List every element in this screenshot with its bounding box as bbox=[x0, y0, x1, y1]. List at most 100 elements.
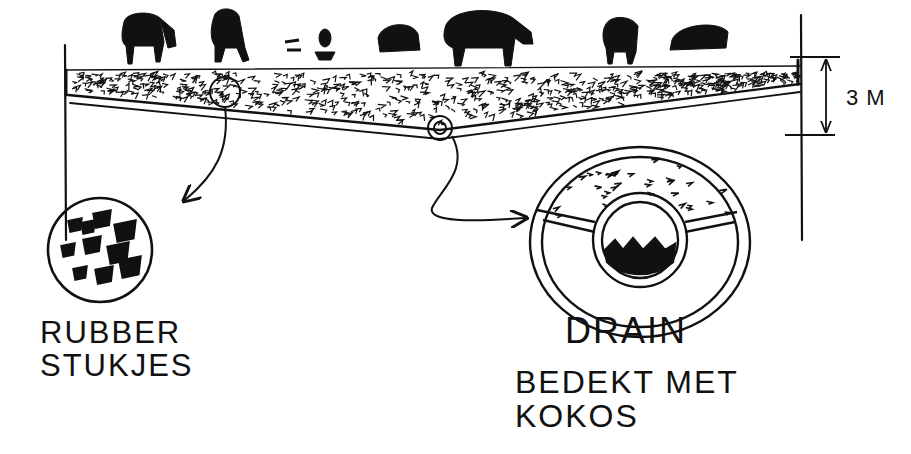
rubber-scribble bbox=[92, 74, 98, 76]
rubber-scribble bbox=[489, 114, 495, 121]
rubber-scribble bbox=[417, 112, 421, 115]
rubber-scribble bbox=[527, 112, 534, 117]
rubber-scribble bbox=[551, 101, 558, 105]
rubber-scribble bbox=[580, 103, 583, 108]
rubber-scribble bbox=[282, 97, 288, 100]
rubber-scribble bbox=[217, 93, 223, 98]
rubber-scribble bbox=[740, 83, 744, 88]
rubber-piece bbox=[95, 266, 113, 284]
rubber-scribble bbox=[177, 98, 182, 101]
rubber-scribble bbox=[233, 73, 237, 76]
rubber-scribble bbox=[652, 93, 655, 97]
animal-symbol bbox=[444, 11, 533, 66]
rubber-scribble bbox=[620, 81, 627, 87]
rubber-scribble bbox=[389, 96, 397, 98]
rubber-scribble bbox=[369, 115, 373, 121]
rubber-scribble bbox=[91, 82, 97, 86]
rubber-scribble bbox=[635, 71, 643, 77]
rubber-scribble bbox=[280, 101, 285, 106]
rubber-scribble bbox=[751, 72, 756, 78]
rubber-scribble bbox=[423, 92, 429, 94]
rubber-scribble bbox=[421, 76, 425, 79]
rubber-scribble bbox=[554, 79, 558, 84]
rubber-scribble bbox=[521, 105, 528, 109]
coconut-scribble bbox=[677, 166, 681, 169]
rubber-scribble bbox=[452, 96, 455, 99]
rubber-scribble bbox=[755, 76, 761, 83]
rubber-scribble bbox=[159, 92, 164, 94]
rubber-scribble bbox=[128, 79, 136, 82]
layer-line bbox=[543, 220, 595, 232]
rubber-scribble bbox=[442, 99, 448, 102]
rubber-scribble bbox=[376, 108, 381, 111]
coconut-scribble bbox=[613, 173, 618, 177]
rubber-scribble bbox=[787, 80, 792, 84]
rubber-scribble bbox=[465, 82, 473, 87]
rubber-scribble bbox=[587, 98, 592, 105]
rubber-scribble bbox=[133, 88, 139, 90]
rubber-scribble bbox=[656, 74, 660, 78]
rubber-scribble bbox=[748, 83, 753, 89]
rubber-piece bbox=[73, 266, 87, 280]
rubber-scribble bbox=[743, 75, 750, 78]
rubber-scribble bbox=[394, 116, 400, 121]
rubber-scribble bbox=[568, 97, 573, 101]
coconut-scribble bbox=[671, 193, 679, 196]
rubber-scribble bbox=[729, 75, 737, 80]
rubber-scribble bbox=[162, 83, 167, 87]
rubber-scribble bbox=[610, 74, 613, 77]
rubber-scribble bbox=[657, 95, 665, 98]
coconut-scribble bbox=[555, 215, 562, 218]
rubber-scribble bbox=[86, 90, 91, 93]
rubber-scribble bbox=[561, 81, 569, 85]
rubber-scribble bbox=[506, 90, 512, 95]
rubber-scribble bbox=[550, 107, 558, 110]
rubber-scribble bbox=[85, 77, 91, 82]
rubber-scribble bbox=[665, 79, 669, 84]
rubber-scribble bbox=[578, 97, 581, 100]
rubber-scribble bbox=[170, 74, 175, 80]
rubber-scribble bbox=[287, 110, 291, 114]
rubber-scribble bbox=[72, 81, 76, 83]
rubber-scribble bbox=[528, 106, 533, 109]
rubber-scribble bbox=[544, 81, 549, 86]
rubber-scribble bbox=[720, 85, 725, 89]
rubber-scribble bbox=[539, 92, 544, 96]
rubber-scribble bbox=[478, 104, 482, 110]
rubber-scribble bbox=[363, 112, 368, 116]
rubber-scribble bbox=[694, 84, 699, 91]
rubber-scribble bbox=[332, 87, 340, 89]
rubber-scribble bbox=[400, 96, 407, 100]
rubber-scribble bbox=[513, 75, 521, 81]
rubber-scribble bbox=[387, 102, 390, 106]
rubber-scribble bbox=[473, 95, 476, 101]
rubber-scribble bbox=[634, 79, 640, 84]
rubber-scribble bbox=[191, 92, 197, 96]
rubber-scribble bbox=[623, 93, 628, 96]
rubber-scribble bbox=[606, 96, 614, 100]
rubber-scribble bbox=[618, 102, 624, 106]
rubber-scribble bbox=[114, 79, 120, 82]
rubber-scribble bbox=[648, 80, 656, 86]
animal-symbol bbox=[670, 25, 728, 50]
dimension-arrow bbox=[825, 60, 827, 132]
rubber-scribble bbox=[317, 88, 325, 92]
rubber-scribble bbox=[115, 75, 120, 78]
rubber-scribble bbox=[255, 91, 258, 93]
rubber-piece bbox=[68, 218, 82, 232]
rubber-scribble bbox=[411, 75, 417, 78]
rubber-scribble bbox=[199, 85, 206, 91]
coconut-scribble bbox=[594, 186, 601, 189]
edge-post bbox=[65, 70, 68, 95]
rubber-piece bbox=[81, 220, 95, 234]
rubber-scribble bbox=[451, 109, 455, 112]
rubber-scribble bbox=[390, 111, 397, 116]
rubber-scribble bbox=[223, 86, 230, 91]
coconut-scribble bbox=[647, 179, 652, 182]
rubber-scribble bbox=[473, 109, 477, 114]
rubber-scribble bbox=[785, 76, 790, 79]
rubber-scribble bbox=[131, 93, 138, 99]
rubber-scribble bbox=[512, 108, 520, 112]
rubber-scribble bbox=[333, 76, 336, 82]
